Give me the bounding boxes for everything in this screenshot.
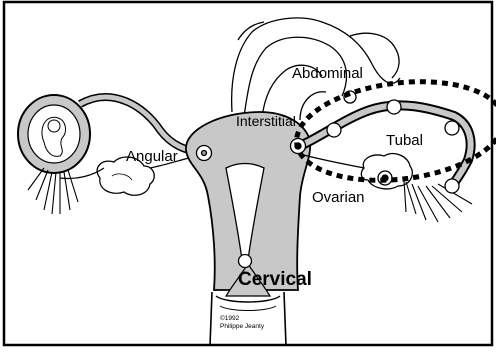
abdominal-gestational-sac [18,95,90,173]
tubal-site-marker-1 [327,123,341,137]
tubal-site-marker-2 [387,100,401,114]
copyright-year: ©1992 [220,314,240,322]
right-fimbriae [404,180,472,222]
left-fimbriae [28,168,78,214]
label-angular: Angular [126,148,178,165]
label-interstitial: Interstitial [236,113,296,129]
tubal-site-marker-3 [445,121,459,135]
label-cervical: Cervical [238,269,312,290]
label-abdominal: Abdominal [292,65,363,82]
label-ovarian: Ovarian [312,189,365,206]
label-tubal: Tubal [386,132,423,149]
copyright-name: Philippe Jeanty [220,323,265,330]
tubal-site-marker-4 [445,179,459,193]
cervical-site-marker [239,255,252,268]
